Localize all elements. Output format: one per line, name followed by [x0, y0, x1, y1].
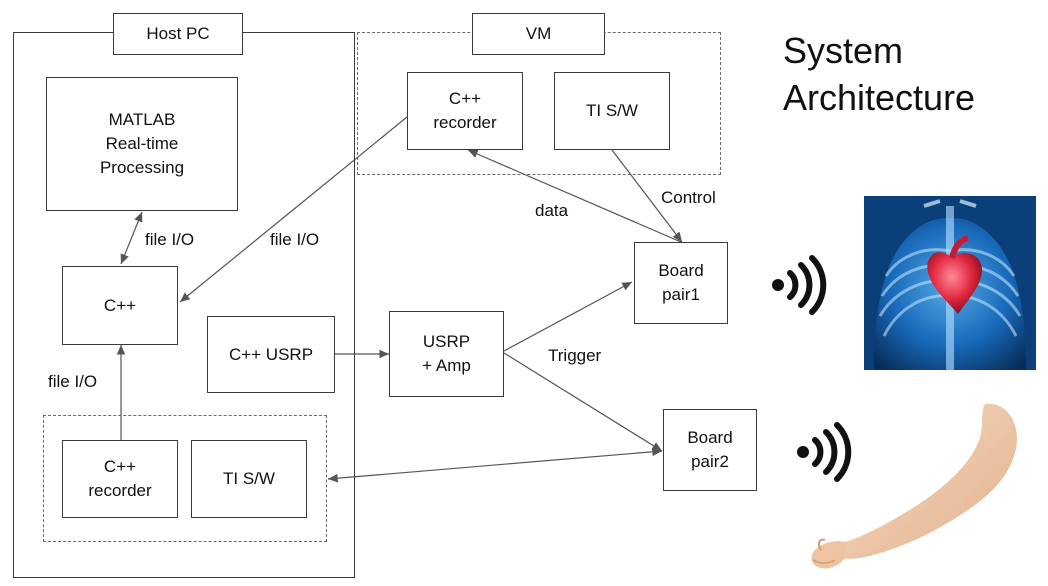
arrow-vmti-board1	[611, 149, 683, 243]
host-recorder-group	[43, 415, 327, 542]
trigger-label: Trigger	[548, 346, 602, 365]
file-io-label-bottom: file I/O	[48, 372, 98, 391]
vm-recorder-block: C++ recorder	[407, 72, 523, 150]
arrow-usrp-board1	[503, 281, 633, 352]
matlab-block: MATLAB Real-time Processing	[46, 77, 238, 211]
arrow-vmrecorder-cpp	[179, 116, 408, 303]
arrow-usrp-board2	[503, 352, 663, 452]
cpp-usrp-block: C++ USRP	[207, 316, 335, 393]
arrow-matlab-cpp	[120, 211, 143, 265]
board-pair1-block: Board pair1	[634, 242, 728, 324]
wireless-signal-icon	[772, 255, 827, 315]
host-pc-label: Host PC	[113, 13, 243, 55]
wireless-signal-icon	[797, 422, 852, 482]
control-label: Control	[661, 188, 716, 207]
forearm-image	[811, 403, 1017, 569]
vm-ti-sw-block: TI S/W	[554, 72, 670, 150]
file-io-label-top: file I/O	[145, 230, 195, 249]
diagram-title: System Architecture	[783, 30, 976, 118]
arrow-board2-hostti	[327, 447, 663, 483]
cpp-host-block: C++	[62, 266, 178, 345]
vm-label: VM	[472, 13, 605, 55]
usrp-amp-block: USRP + Amp	[389, 311, 504, 397]
chest-heart-image	[864, 196, 1036, 370]
data-label: data	[535, 201, 569, 220]
file-io-label-vm: file I/O	[270, 230, 320, 249]
board-pair2-block: Board pair2	[663, 409, 757, 491]
host-recorder-block: C++ recorder	[62, 440, 178, 518]
arrow-board1-vmrecorder	[467, 149, 682, 243]
host-ti-sw-block: TI S/W	[191, 440, 307, 518]
